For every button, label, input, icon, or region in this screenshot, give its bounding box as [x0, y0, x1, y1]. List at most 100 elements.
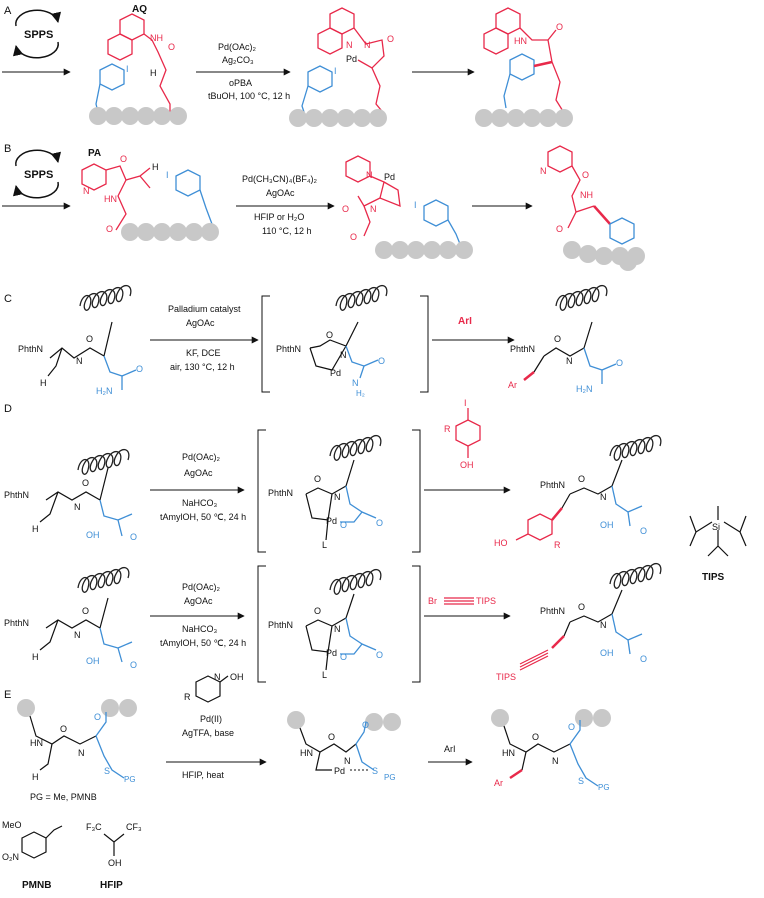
new-cc-bond-c [523, 371, 535, 381]
resin-beads-b3 [563, 241, 645, 271]
helix-icon-c3 [555, 284, 608, 311]
iodophenyl-icon-b [175, 169, 213, 225]
c-cond4: air, 130 °C, 12 h [170, 362, 235, 372]
c-o-blue: O [136, 364, 143, 374]
c-cond1: Palladium catalyst [168, 304, 241, 314]
d2-int-pd: Pd [326, 648, 337, 658]
pa-i: I [166, 170, 169, 180]
product-e [503, 725, 571, 771]
pmnb-label: PMNB [22, 880, 51, 891]
aq-label: AQ [132, 4, 147, 15]
c-h: H [40, 378, 47, 388]
bracket-right-c [420, 295, 429, 393]
d-reagent-oh: OH [460, 460, 474, 470]
d1-cond4: tAmylOH, 50 ℃, 24 h [160, 512, 246, 522]
d1-prod-o: O [578, 474, 585, 484]
tips-structure-icon [689, 506, 747, 557]
new-cc-bond-e [509, 768, 523, 780]
pa-o2: O [106, 224, 113, 234]
iodophenyl-icon-a2 [301, 65, 333, 113]
d1-prod-oh: OH [600, 520, 614, 530]
d-reagent-i: I [464, 398, 467, 408]
c-prod-phthn: PhthN [510, 344, 535, 354]
asparagine-side-chain-c [103, 355, 137, 390]
d2-int-phthn: PhthN [268, 620, 293, 630]
e-prod-pg: PG [598, 783, 610, 792]
iodophenyl-icon-b2 [423, 199, 461, 245]
e-int-o-blue: O [362, 720, 369, 730]
e-hn: HN [30, 738, 43, 748]
d2-int-n: N [334, 624, 341, 634]
e-cond1: Pd(II) [200, 714, 222, 724]
c-prod-o: O [554, 334, 561, 344]
e-int-s: S [372, 766, 378, 776]
d2-cond2: AgOAc [184, 596, 213, 606]
cysteine-chelate-e [355, 721, 375, 771]
bracket-right-d2 [412, 565, 421, 683]
resin-beads-e2 [287, 711, 401, 731]
c-cond2: AgOAc [186, 318, 215, 328]
d2-phthn: PhthN [4, 618, 29, 628]
e-prod-o: O [532, 732, 539, 742]
c-int-pd: Pd [330, 368, 341, 378]
d1-prod-r: R [554, 540, 561, 550]
a-prod-o: O [556, 22, 563, 32]
spps-label: SPPS [24, 29, 53, 41]
pa-label: PA [88, 148, 101, 159]
d-alkyne-br: Br [428, 596, 437, 606]
d2-cond4: tAmylOH, 50 ℃, 24 h [160, 638, 246, 648]
a-int-i: I [334, 66, 337, 76]
panel-a-letter: A [4, 5, 12, 17]
e-int-n: N [344, 756, 351, 766]
b-cond3: HFIP or H₂O [254, 212, 304, 222]
pa-hn: HN [104, 194, 117, 204]
d1-int-o-blue: O [340, 520, 347, 530]
d1-cond1: Pd(OAc)₂ [182, 452, 221, 462]
e-prod-o-blue: O [568, 722, 575, 732]
asparagine-side-chain-c3 [583, 347, 617, 384]
d1-cond3: NaHCO₃ [182, 498, 218, 508]
b-int-o: O [342, 204, 349, 214]
resin-beads-b1 [121, 223, 219, 241]
pa-n: N [83, 186, 90, 196]
c-reagent: ArI [458, 316, 472, 327]
panel-b: B SPPS PA N O HN H O I Pd(CH₃CN)₄(BF₄)₂ [2, 143, 645, 271]
panel-c: C PhthN N O H O H₂N Palladium catalyst A… [4, 284, 623, 398]
asparagine-chelate-c [345, 345, 379, 379]
spps-cycle-icon: SPPS [12, 9, 62, 59]
palladacycle-d1 [305, 459, 355, 541]
hfip-f3c: F₃C [86, 822, 102, 832]
e-pg: PG [124, 775, 136, 784]
helix-icon-d6 [609, 562, 662, 589]
d1-int-phthn: PhthN [268, 488, 293, 498]
e-pg-definition: PG = Me, PMNB [30, 792, 97, 802]
helix-icon-c2 [335, 284, 388, 311]
b-int-i: I [414, 200, 417, 210]
product-d1 [561, 459, 623, 509]
cysteine-side-chain-e3 [569, 720, 599, 787]
d1-n: N [74, 502, 81, 512]
helix-icon-d4 [77, 566, 130, 593]
d2-prod-tips: TIPS [496, 672, 516, 682]
aq-h: H [150, 68, 157, 78]
pmnb-structure-icon [21, 825, 63, 859]
spps-cycle-icon-b: SPPS [12, 149, 62, 199]
b-prod-o2: O [556, 224, 563, 234]
aq-i: I [126, 64, 129, 74]
aq-o: O [168, 42, 175, 52]
d1-h: H [32, 524, 39, 534]
new-cc-bond-d1 [551, 507, 563, 521]
panel-a: A SPPS AQ NH O H I Pd(OAc)₂ Ag₂CO₃ oPBA … [2, 4, 573, 127]
d1-oh: OH [86, 530, 100, 540]
d2-int-o-blue2: O [376, 650, 383, 660]
d1-prod-ho: HO [494, 538, 508, 548]
bracket-left-c [261, 295, 270, 393]
c-prod-h2n: H₂N [576, 384, 593, 394]
d-alkyne-tips: TIPS [476, 596, 496, 606]
resin-beads-a1 [89, 107, 187, 125]
a-cond2: Ag₂CO₃ [222, 55, 254, 65]
resin-beads-a2 [289, 109, 387, 127]
c-prod-ar: Ar [508, 380, 517, 390]
d2-prod-phthn: PhthN [540, 606, 565, 616]
